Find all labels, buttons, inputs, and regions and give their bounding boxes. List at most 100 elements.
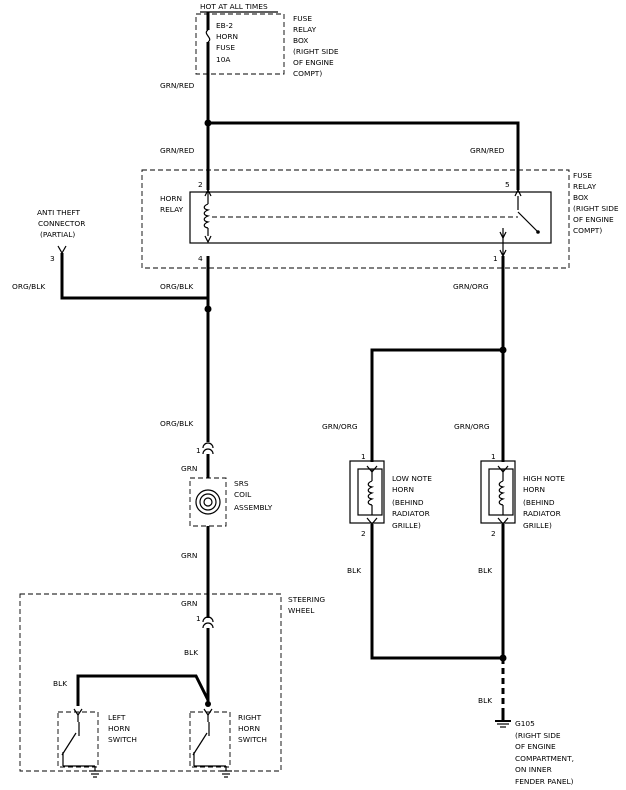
wire-label-blk-3: BLK xyxy=(347,566,361,575)
svg-text:COMPARTMENT,: COMPARTMENT, xyxy=(515,754,574,763)
relay-coil xyxy=(203,203,211,229)
pin-label-1: 1 xyxy=(493,254,498,263)
svg-text:(PARTIAL): (PARTIAL) xyxy=(40,230,75,239)
ground-g105-icon xyxy=(495,720,511,728)
svg-text:(BEHIND: (BEHIND xyxy=(523,498,555,507)
svg-text:ON INNER: ON INNER xyxy=(515,765,552,774)
svg-text:HORN: HORN xyxy=(392,485,414,494)
high-note-horn-label: HIGH NOTE HORN (BEHIND RADIATOR GRILLE) xyxy=(523,474,565,530)
srs-coil-label: SRS COIL ASSEMBLY xyxy=(234,479,273,512)
splice-point-left xyxy=(204,305,212,313)
wire-label-org-blk-2: ORG/BLK xyxy=(160,282,193,291)
svg-text:SWITCH: SWITCH xyxy=(108,735,137,744)
svg-text:OF ENGINE: OF ENGINE xyxy=(573,215,614,224)
horn-relay-body xyxy=(189,191,552,244)
fuse-box-label: FUSE RELAY BOX (RIGHT SIDE OF ENGINE COM… xyxy=(293,14,339,78)
steering-wheel-label: STEERING WHEEL xyxy=(288,595,325,615)
svg-text:BOX: BOX xyxy=(573,193,588,202)
svg-text:G105: G105 xyxy=(515,719,535,728)
svg-text:HORN: HORN xyxy=(523,485,545,494)
wire-to-low-horn xyxy=(370,348,503,462)
connector-srs-top xyxy=(202,442,214,455)
svg-text:ANTI THEFT: ANTI THEFT xyxy=(37,208,80,217)
svg-text:(RIGHT SIDE: (RIGHT SIDE xyxy=(573,204,619,213)
svg-text:(BEHIND: (BEHIND xyxy=(392,498,424,507)
wire-label-org-blk-3: ORG/BLK xyxy=(160,419,193,428)
wire-label-blk-2: BLK xyxy=(53,679,67,688)
svg-text:RIGHT: RIGHT xyxy=(238,713,262,722)
fuse-symbol xyxy=(205,29,211,43)
svg-text:RELAY: RELAY xyxy=(160,205,184,214)
ground-g105-label: G105 (RIGHT SIDE OF ENGINE COMPARTMENT, … xyxy=(515,719,574,786)
svg-text:WHEEL: WHEEL xyxy=(288,606,315,615)
anti-theft-connector-symbol xyxy=(57,245,67,255)
low-horn-inner xyxy=(357,468,383,516)
svg-text:SWITCH: SWITCH xyxy=(238,735,267,744)
svg-text:CONNECTOR: CONNECTOR xyxy=(38,219,85,228)
pin-label-1d: 1 xyxy=(361,452,366,461)
svg-text:FENDER PANEL): FENDER PANEL) xyxy=(515,777,574,786)
left-switch-ground-icon xyxy=(89,770,101,778)
svg-text:STEERING: STEERING xyxy=(288,595,325,604)
wire-label-grn-red-1: GRN/RED xyxy=(160,81,195,90)
svg-text:RELAY: RELAY xyxy=(573,182,597,191)
right-horn-switch-box xyxy=(189,711,231,768)
svg-text:FUSE: FUSE xyxy=(216,43,235,52)
pin-label-4: 4 xyxy=(198,254,203,263)
wire-label-grn-org-1: GRN/ORG xyxy=(453,282,489,291)
wire-label-blk-1: BLK xyxy=(184,648,198,657)
wire-low-horn-ground xyxy=(370,524,503,660)
pin-label-1b: 1 xyxy=(196,446,201,455)
relay-pin2-connector xyxy=(204,188,212,197)
horn-relay-label: HORN RELAY xyxy=(160,194,184,214)
wire-label-blk-5: BLK xyxy=(478,696,492,705)
svg-text:GRILLE): GRILLE) xyxy=(392,521,421,530)
wire-label-grn-org-3: GRN/ORG xyxy=(454,422,490,431)
left-horn-switch-box xyxy=(57,711,99,768)
high-note-horn xyxy=(480,460,516,524)
svg-text:OF ENGINE: OF ENGINE xyxy=(293,58,334,67)
svg-text:BOX: BOX xyxy=(293,36,308,45)
svg-text:RADIATOR: RADIATOR xyxy=(523,509,561,518)
svg-text:SRS: SRS xyxy=(234,479,249,488)
left-switch-contact xyxy=(61,732,77,756)
wire-label-org-blk-1: ORG/BLK xyxy=(12,282,45,291)
relay-box-label: FUSE RELAY BOX (RIGHT SIDE OF ENGINE COM… xyxy=(573,171,619,235)
high-horn-inner xyxy=(488,468,514,516)
pin-label-2c: 2 xyxy=(361,529,366,538)
pin-label-5: 5 xyxy=(505,180,510,189)
svg-text:OF ENGINE: OF ENGINE xyxy=(515,742,556,751)
low-note-horn xyxy=(349,460,385,524)
wire-to-relay-pin5 xyxy=(208,121,520,190)
wire-anti-theft xyxy=(60,253,208,300)
pin-label-1c: 1 xyxy=(196,614,201,623)
wire-label-grn-3: GRN xyxy=(181,599,197,608)
svg-text:RADIATOR: RADIATOR xyxy=(392,509,430,518)
relay-pin5-connector xyxy=(514,188,522,197)
svg-text:HORN: HORN xyxy=(160,194,182,203)
wire-label-grn-red-3: GRN/RED xyxy=(470,146,505,155)
fuse-label: EB-2 HORN FUSE 10A xyxy=(216,21,238,64)
svg-text:GRILLE): GRILLE) xyxy=(523,521,552,530)
right-switch-contact xyxy=(192,732,208,756)
right-horn-switch-label: RIGHT HORN SWITCH xyxy=(238,713,267,744)
pin-label-1e: 1 xyxy=(491,452,496,461)
svg-text:10A: 10A xyxy=(216,55,230,64)
svg-text:HORN: HORN xyxy=(238,724,260,733)
relay-box-outline xyxy=(141,169,570,269)
pin-label-2: 2 xyxy=(198,180,203,189)
svg-text:LEFT: LEFT xyxy=(108,713,126,722)
pin-label-2d: 2 xyxy=(491,529,496,538)
pin-label-3: 3 xyxy=(50,254,55,263)
wire-label-grn-org-2: GRN/ORG xyxy=(322,422,358,431)
left-horn-switch-label: LEFT HORN SWITCH xyxy=(108,713,137,744)
svg-text:(RIGHT SIDE: (RIGHT SIDE xyxy=(515,731,561,740)
svg-text:FUSE: FUSE xyxy=(293,14,312,23)
wire-label-grn-1: GRN xyxy=(181,464,197,473)
hot-at-all-times-label: HOT AT ALL TIMES xyxy=(200,2,268,11)
srs-coil-spiral xyxy=(195,489,221,515)
svg-text:ASSEMBLY: ASSEMBLY xyxy=(234,503,273,512)
srs-coil-box xyxy=(189,477,227,527)
svg-text:HORN: HORN xyxy=(216,32,238,41)
